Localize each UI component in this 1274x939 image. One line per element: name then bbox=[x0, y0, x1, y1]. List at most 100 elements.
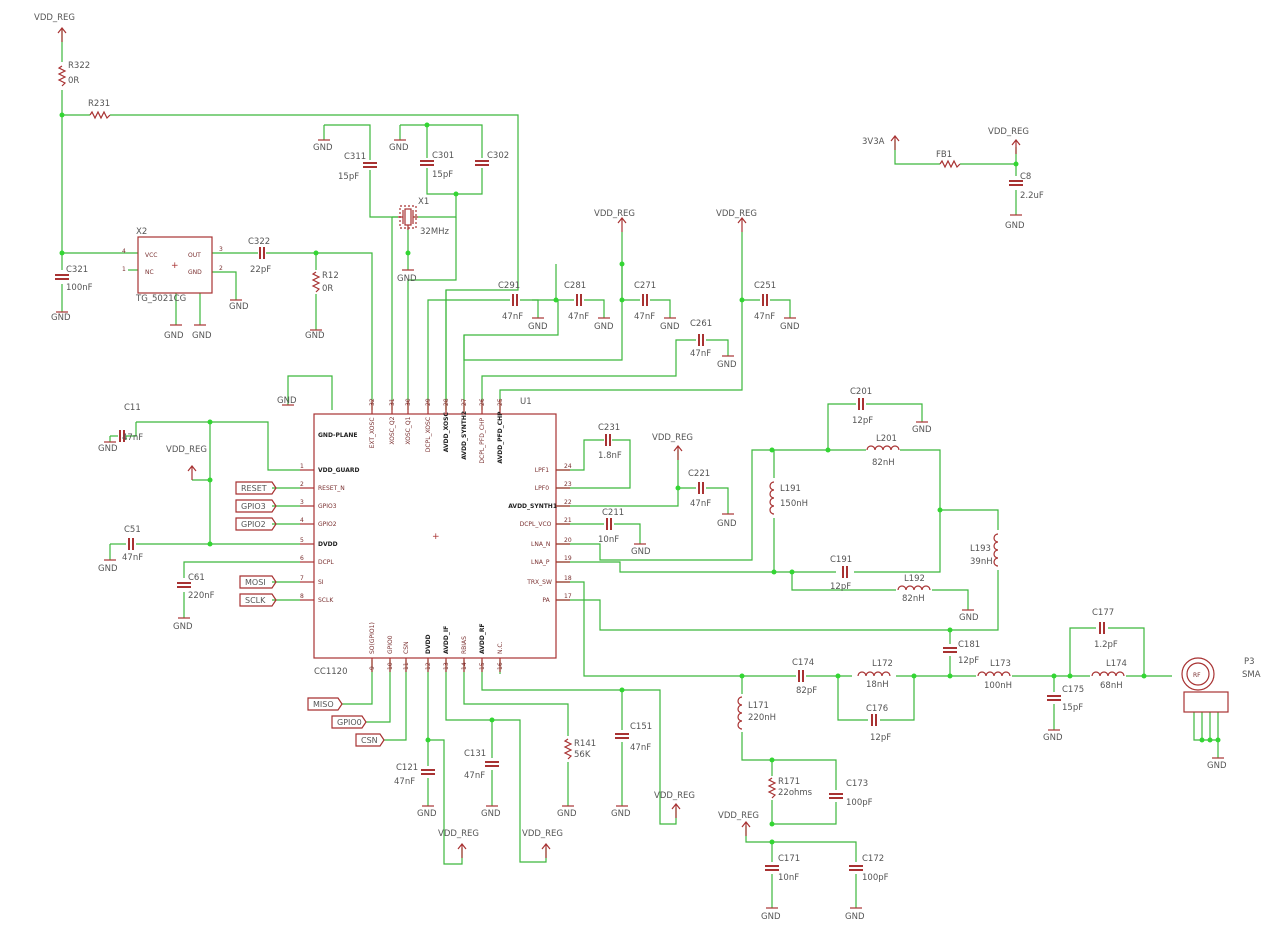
x2-pin-number: 4 bbox=[122, 248, 126, 255]
part-value: 15pF bbox=[1062, 703, 1083, 713]
part-ref: C173 bbox=[846, 779, 868, 789]
part-value: 47nF bbox=[634, 312, 655, 322]
part-value: 15pF bbox=[432, 170, 453, 180]
part-ref: C176 bbox=[866, 704, 888, 714]
part-ref: C131 bbox=[464, 749, 486, 759]
ic-pin-name: DCPL_XOSC bbox=[425, 417, 432, 452]
part-value: 18nH bbox=[866, 680, 889, 690]
gnd-label: GND bbox=[660, 322, 680, 332]
part-ref: L174 bbox=[1106, 659, 1127, 669]
supply-label: VDD_REG bbox=[166, 445, 207, 455]
x2-pin-label: NC bbox=[145, 269, 154, 276]
svg-text:+: + bbox=[171, 261, 179, 271]
port-label: GPIO0 bbox=[337, 718, 362, 727]
ic-pin-name: PA bbox=[542, 597, 550, 604]
gnd-label: GND bbox=[397, 274, 417, 284]
gnd-label: GND bbox=[1207, 761, 1227, 771]
part-ref: P3 bbox=[1244, 657, 1255, 667]
ic-pin-name: AVDD_IF bbox=[443, 626, 450, 654]
part-ref: C191 bbox=[830, 555, 852, 565]
part-ref: L193 bbox=[970, 544, 991, 554]
ic-pin-name: EXT_XOSC bbox=[369, 417, 376, 448]
part-value: 100pF bbox=[862, 873, 889, 883]
oscillator-x2-box bbox=[137, 236, 213, 294]
part-value: 1.8nF bbox=[598, 451, 622, 461]
gnd-label: GND bbox=[717, 519, 737, 529]
ic-pin-name: CSN bbox=[403, 642, 410, 655]
ic-pin-name: AVDD_XOSC bbox=[443, 412, 450, 453]
supply-label: VDD_REG bbox=[438, 829, 479, 839]
part-ref: L192 bbox=[904, 574, 925, 584]
part-value: 47nF bbox=[394, 777, 415, 787]
part-value: 22ohms bbox=[778, 788, 813, 798]
gnd-label: GND bbox=[557, 809, 577, 819]
ic-pin-number: 31 bbox=[389, 398, 396, 406]
ic-pin-number: 24 bbox=[564, 463, 572, 470]
ic-pin-number: 29 bbox=[425, 398, 432, 406]
ic-pin-number: 25 bbox=[497, 398, 504, 406]
part-value: 47nF bbox=[690, 349, 711, 359]
part-value: 12pF bbox=[852, 416, 873, 426]
ic-pin-name: LNA_N bbox=[531, 541, 550, 548]
port-label: SCLK bbox=[245, 596, 266, 605]
part-value: 47nF bbox=[502, 312, 523, 322]
part-ref: L171 bbox=[748, 701, 769, 711]
part-ref: L191 bbox=[780, 484, 801, 494]
ic-pin-name: DCPL_PFD_CHP bbox=[479, 417, 486, 463]
part-ref: C174 bbox=[792, 658, 814, 668]
port-label: MOSI bbox=[245, 578, 266, 587]
ic-pin-name: XOSC_Q2 bbox=[389, 416, 396, 444]
gnd-label: GND bbox=[277, 396, 297, 406]
supply-label: VDD_REG bbox=[652, 433, 693, 443]
part-value: 220nF bbox=[188, 591, 215, 601]
part-value: 10nF bbox=[598, 535, 619, 545]
ic-ref: U1 bbox=[520, 397, 532, 407]
part-ref: C301 bbox=[432, 151, 454, 161]
part-ref: C321 bbox=[66, 265, 88, 275]
ic-pin-number: 12 bbox=[425, 662, 432, 670]
ic-pin-stubs bbox=[300, 400, 570, 672]
part-ref: X2 bbox=[136, 227, 147, 237]
ic-pin-name: GPIO0 bbox=[387, 635, 394, 654]
ic-pin-name: LPF1 bbox=[535, 467, 549, 474]
gnd-label: GND bbox=[1005, 221, 1025, 231]
part-value: 12pF bbox=[870, 733, 891, 743]
ic-pin-name: RESET_N bbox=[318, 485, 345, 492]
ic-pin-number: 3 bbox=[300, 499, 304, 506]
part-value: 100nF bbox=[66, 283, 93, 293]
part-value: 32MHz bbox=[420, 227, 450, 237]
part-ref: C172 bbox=[862, 854, 884, 864]
gnd-label: GND bbox=[912, 425, 932, 435]
gnd-label: GND bbox=[761, 912, 781, 922]
part-ref: C201 bbox=[850, 387, 872, 397]
ic-pin-number: 19 bbox=[564, 555, 572, 562]
supply-label: VDD_REG bbox=[716, 209, 757, 219]
gnd-label: GND bbox=[313, 143, 333, 153]
supply-label: VDD_REG bbox=[988, 127, 1029, 137]
ic-pin-name: DCPL bbox=[318, 559, 334, 566]
part-ref: C311 bbox=[344, 152, 366, 162]
part-ref: C151 bbox=[630, 722, 652, 732]
ic-pin-name: SI bbox=[318, 579, 324, 586]
ic-pin-number: 21 bbox=[564, 517, 572, 524]
part-ref: L201 bbox=[876, 434, 897, 444]
ic-pin-number: 20 bbox=[564, 537, 572, 544]
port-label: GPIO3 bbox=[241, 502, 266, 511]
part-ref: C61 bbox=[188, 573, 205, 583]
ic-pin-number: 22 bbox=[564, 499, 572, 506]
part-ref: R231 bbox=[88, 99, 110, 109]
part-value: 47nF bbox=[122, 553, 143, 563]
part-ref: C322 bbox=[248, 237, 270, 247]
ic-pin-number: 5 bbox=[300, 537, 304, 544]
part-value: 47nF bbox=[122, 433, 143, 443]
supply-label: VDD_REG bbox=[654, 791, 695, 801]
ic-pin-name: TRX_SW bbox=[526, 579, 552, 586]
part-value: SMA bbox=[1242, 670, 1261, 680]
part-ref: R171 bbox=[778, 777, 800, 787]
ic-pin-name: GPIO3 bbox=[318, 503, 337, 510]
ic-pin-number: 2 bbox=[300, 481, 304, 488]
gnd-label: GND bbox=[305, 331, 325, 341]
supply-label: VDD_REG bbox=[594, 209, 635, 219]
port-tags bbox=[235, 481, 385, 747]
